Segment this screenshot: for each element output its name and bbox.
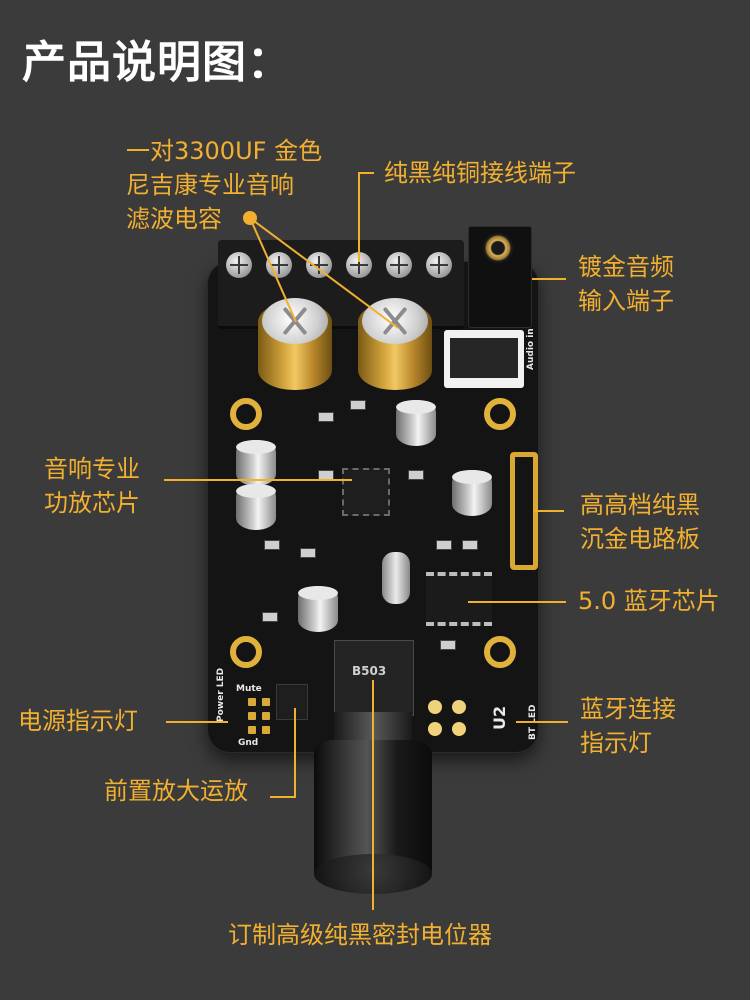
mounting-hole: [484, 398, 516, 430]
silk-gnd: Gnd: [238, 738, 259, 748]
callout-line: [164, 479, 352, 481]
label-terminal: 纯黑纯铜接线端子: [384, 159, 576, 187]
label-amp-chip-line2: 功放芯片: [44, 489, 140, 517]
amplifier-chip: [342, 468, 390, 516]
smd-component: [350, 400, 366, 410]
label-bt-led-line2: 指示灯: [580, 729, 652, 757]
smd-component: [436, 540, 452, 550]
callout-line: [166, 721, 228, 723]
silk-mute: Mute: [236, 684, 262, 694]
screw-icon: [226, 252, 252, 278]
screw-icon: [306, 252, 332, 278]
screw-icon: [426, 252, 452, 278]
callout-line: [532, 278, 566, 280]
small-capacitor: [298, 586, 338, 632]
callout-line: [358, 172, 374, 174]
small-capacitor: [452, 470, 492, 516]
label-audio-input: 镀金音频 输入端子: [578, 250, 674, 318]
smd-component: [462, 540, 478, 550]
callout-line: [516, 721, 568, 723]
label-potentiometer: 订制高级纯黑密封电位器: [228, 921, 492, 949]
callout-line: [534, 510, 564, 512]
solder-pad: [428, 722, 442, 736]
label-capacitor-line2: 尼吉康专业音响: [126, 171, 294, 199]
silk-audio-in: Audio in: [526, 328, 536, 370]
header-pin: [248, 726, 256, 734]
solder-pad: [452, 722, 466, 736]
capacitor-left: [258, 298, 332, 390]
bluetooth-chip: [426, 572, 492, 626]
label-pcb-line1: 高高档纯黑: [580, 491, 700, 519]
page-title: 产品说明图：: [22, 37, 292, 88]
mounting-hole: [484, 636, 516, 668]
label-capacitor: 一对3300UF 金色 尼吉康专业音响 滤波电容: [126, 134, 322, 236]
callout-line: [358, 172, 360, 262]
label-bt-chip: 5.0 蓝牙芯片: [578, 587, 720, 615]
callout-line: [270, 796, 296, 798]
label-pcb: 高高档纯黑 沉金电路板: [580, 488, 700, 556]
label-amp-chip: 音响专业 功放芯片: [44, 452, 140, 520]
audio-jack: [468, 226, 532, 328]
label-power-led: 电源指示灯: [18, 707, 138, 735]
callout-line: [294, 708, 296, 798]
crystal-oscillator: [382, 552, 410, 604]
smd-component: [300, 548, 316, 558]
potentiometer-body: [334, 640, 414, 716]
callout-line: [468, 601, 566, 603]
capacitor-right: [358, 298, 432, 390]
solder-pad: [428, 700, 442, 714]
label-bt-led-line1: 蓝牙连接: [580, 695, 676, 723]
label-audio-input-line1: 镀金音频: [578, 253, 674, 281]
small-capacitor: [396, 400, 436, 446]
label-preamp: 前置放大运放: [104, 777, 248, 805]
smd-component: [440, 640, 456, 650]
silk-pot-code: B503: [352, 664, 387, 678]
small-capacitor: [236, 484, 276, 530]
callout-line: [372, 680, 374, 910]
label-amp-chip-line1: 音响专业: [44, 455, 140, 483]
header-pin: [262, 726, 270, 734]
smd-component: [408, 470, 424, 480]
header-pin: [262, 712, 270, 720]
silk-u2: U2: [490, 705, 509, 730]
label-capacitor-line3: 滤波电容: [126, 205, 222, 233]
audio-in-header: [444, 330, 524, 388]
label-capacitor-line1: 一对3300UF 金色: [126, 137, 323, 165]
header-pin: [262, 698, 270, 706]
solder-pad: [452, 700, 466, 714]
header-pin: [248, 712, 256, 720]
mounting-hole: [230, 636, 262, 668]
preamp-chip: [276, 684, 308, 720]
silk-power-led: Power LED: [216, 667, 226, 722]
smd-component: [262, 612, 278, 622]
smd-component: [264, 540, 280, 550]
label-audio-input-line2: 输入端子: [578, 287, 674, 315]
smd-component: [318, 412, 334, 422]
label-bt-led: 蓝牙连接 指示灯: [580, 692, 676, 760]
header-pin: [248, 698, 256, 706]
screw-icon: [386, 252, 412, 278]
screw-icon: [266, 252, 292, 278]
jack-socket-icon: [483, 233, 513, 263]
label-pcb-line2: 沉金电路板: [580, 525, 700, 553]
mounting-hole: [230, 398, 262, 430]
small-capacitor: [236, 440, 276, 486]
